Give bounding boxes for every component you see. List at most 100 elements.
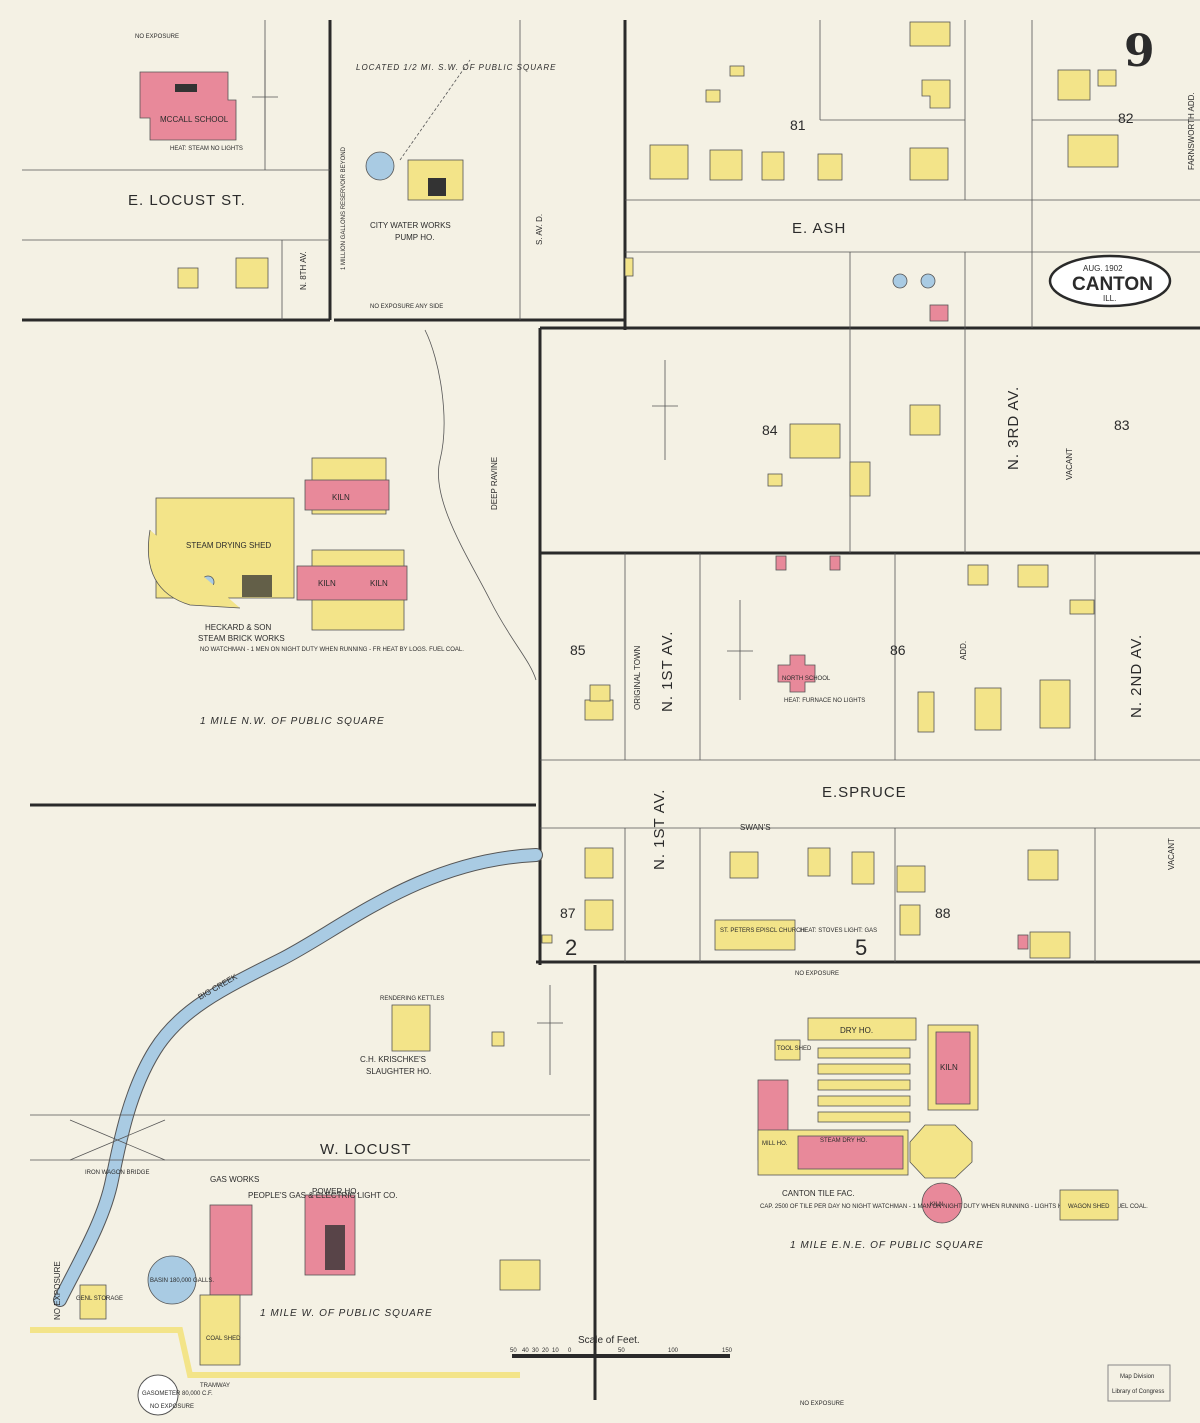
heckard-note: NO WATCHMAN - 1 MEN ON NIGHT DUTY WHEN R…	[200, 647, 464, 653]
mccall-school: MCCALL SCHOOL HEAT: STEAM NO LIGHTS	[139, 71, 243, 152]
tile-down-kiln-label: KILN	[930, 1202, 943, 1208]
gas-works: BASIN 180,000 GALLS. GAS WORKS PEOPLE'S …	[76, 1175, 397, 1366]
street-n-3rd: N. 3RD AV.	[1005, 386, 1022, 470]
basin-label: BASIN 180,000 GALLS.	[150, 1278, 214, 1284]
label-original-town: ORIGINAL TOWN	[633, 645, 642, 710]
block-82: 82	[1118, 110, 1134, 126]
tile-note: CAP. 2500 OF TILE PER DAY NO NIGHT WATCH…	[760, 1204, 1148, 1210]
label-no-exposure-tile: NO EXPOSURE	[795, 971, 839, 977]
ward-5: 5	[855, 935, 867, 960]
sheet-date: AUG. 1902	[1083, 264, 1123, 273]
label-no-exposure-se: NO EXPOSURE	[800, 1401, 844, 1407]
misc-buildings-w	[491, 1031, 541, 1291]
steam-brick-label: STEAM BRICK WORKS	[198, 634, 285, 643]
street-n-2nd: N. 2ND AV.	[1128, 634, 1145, 718]
pump-ho-label: PUMP HO.	[395, 233, 434, 242]
kiln-label-3: KILN	[370, 579, 388, 588]
north-school-note: HEAT: FURNACE NO LIGHTS	[784, 698, 865, 704]
label-iron-bridge: IRON WAGON BRIDGE	[85, 1170, 149, 1176]
label-no-exposure-w: NO EXPOSURE	[53, 1261, 62, 1320]
slaughter-label: SLAUGHTER HO.	[366, 1067, 431, 1076]
scale-of-feet: Scale of Feet. 50 40 30 20 10 0 50 100 1…	[510, 1335, 733, 1358]
street-e-spruce: E.SPRUCE	[822, 784, 907, 801]
block-84: 84	[762, 422, 778, 438]
tile-kiln-label: KILN	[940, 1063, 958, 1072]
label-deep-ravine: DEEP RAVINE	[490, 457, 499, 510]
tramway-label: TRAMWAY	[200, 1383, 230, 1389]
ward-2: 2	[565, 935, 577, 960]
label-located-note: LOCATED 1/2 MI. S.W. OF PUBLIC SQUARE	[356, 63, 556, 72]
canton-tile-label: CANTON TILE FAC.	[782, 1189, 855, 1198]
label-no-exposure-1: NO EXPOSURE	[135, 34, 179, 40]
north-school: NORTH SCHOOL HEAT: FURNACE NO LIGHTS	[777, 654, 865, 704]
scale-tick-7: 100	[668, 1348, 679, 1354]
block-87-vacant: VACANT	[1167, 838, 1176, 870]
scale-tick-4: 10	[552, 1348, 559, 1354]
power-ho-label: POWER HO.	[312, 1187, 359, 1196]
label-no-exposure-any-side: NO EXPOSURE ANY SIDE	[370, 304, 443, 310]
church-note: HEAT: STOVES LIGHT: GAS	[800, 928, 877, 934]
mill-ho-label: MILL HO.	[762, 1141, 788, 1147]
genl-storage-label: GENL STORAGE	[76, 1296, 123, 1302]
dry-ho-label: DRY HO.	[840, 1026, 873, 1035]
block-85-86-buildings	[584, 555, 1095, 733]
krischke-label: C.H. KRISCHKE'S	[360, 1055, 426, 1064]
label-reservoir: 1 MILLION GALLONS RESERVOIR BEYOND	[341, 146, 347, 270]
block-85: 85	[570, 642, 586, 658]
mccall-school-note: HEAT: STEAM NO LIGHTS	[170, 146, 243, 152]
street-e-ash: E. ASH	[792, 220, 846, 237]
street-s-av-d: S. AV. D.	[535, 214, 544, 245]
gas-works-label: GAS WORKS	[210, 1175, 259, 1184]
kiln-label-1: KILN	[332, 493, 350, 502]
scale-tick-6: 50	[618, 1348, 625, 1354]
street-n-1st: N. 1ST AV.	[651, 789, 668, 870]
steam-drying-shed-label: STEAM DRYING SHED	[186, 541, 271, 550]
scale-tick-3: 20	[542, 1348, 549, 1354]
street-e-locust: E. LOCUST ST.	[128, 192, 246, 209]
block-84-buildings	[624, 257, 949, 497]
mccall-school-label: MCCALL SCHOOL	[160, 115, 229, 124]
wagon-shed-label: WAGON SHED	[1068, 1204, 1110, 1210]
label-add: ADD.	[959, 641, 968, 660]
scale-tick-8: 150	[722, 1348, 733, 1354]
krischke-slaughter-house: RENDERING KETTLES C.H. KRISCHKE'S SLAUGH…	[360, 996, 444, 1076]
peoples-gas-label: PEOPLE'S GAS & ELECTRIC LIGHT CO.	[248, 1191, 397, 1200]
water-works-label: CITY WATER WORKS	[370, 221, 451, 230]
block-86: 86	[890, 642, 906, 658]
coal-shed-label: COAL SHED	[206, 1336, 241, 1342]
sheet-frame	[22, 20, 1200, 1400]
scale-tick-1: 40	[522, 1348, 529, 1354]
block-81-buildings	[649, 21, 951, 181]
north-school-label: NORTH SCHOOL	[782, 676, 831, 682]
label-no-exposure-s: NO EXPOSURE	[150, 1404, 194, 1410]
north-arrow-icon	[252, 50, 753, 1075]
label-swan: SWAN'S	[740, 823, 771, 832]
label-mile-nw: 1 MILE N.W. OF PUBLIC SQUARE	[200, 716, 385, 727]
stamp-line-2: Library of Congress	[1112, 1389, 1164, 1395]
scale-tick-0: 50	[510, 1348, 517, 1354]
rendering-label: RENDERING KETTLES	[380, 996, 444, 1002]
st-peters-church: ST. PETERS EPISCL CHURCH HEAT: STOVES LI…	[714, 919, 877, 951]
sheet-number: 9	[1124, 26, 1155, 77]
block-87-88-buildings	[541, 847, 1071, 959]
city-water-works: CITY WATER WORKS PUMP HO.	[365, 151, 464, 242]
label-mile-ene: 1 MILE E.N.E. OF PUBLIC SQUARE	[790, 1240, 984, 1251]
library-stamp: Map Division Library of Congress	[1107, 1364, 1171, 1402]
steam-dry-ho-label: STEAM DRY HO.	[820, 1138, 867, 1144]
title-cartouche: AUG. 1902 CANTON ILL.	[1048, 254, 1172, 308]
gasometer-label: GASOMETER 80,000 C.F.	[142, 1391, 213, 1397]
block-81: 81	[790, 117, 806, 133]
street-farnsworth-add: FARNSWORTH ADD.	[1187, 92, 1196, 170]
street-w-locust: W. LOCUST	[320, 1141, 412, 1158]
sheet-state: ILL.	[1103, 294, 1116, 303]
canton-tile-factory: DRY HO. KILN TOOL SHED STEAM DRY HO. MIL…	[757, 1017, 1148, 1224]
tool-shed-label: TOOL SHED	[777, 1046, 812, 1052]
label-mile-w: 1 MILE W. OF PUBLIC SQUARE	[260, 1308, 433, 1319]
st-peters-label: ST. PETERS EPISCL CHURCH	[720, 928, 805, 934]
scale-tick-5: 0	[568, 1348, 572, 1354]
heckard-label: HECKARD & SON	[205, 623, 271, 632]
sheet-city: CANTON	[1072, 274, 1153, 295]
block-87: 88	[935, 905, 951, 921]
street-av-left: N. 1ST AV.	[659, 631, 676, 712]
